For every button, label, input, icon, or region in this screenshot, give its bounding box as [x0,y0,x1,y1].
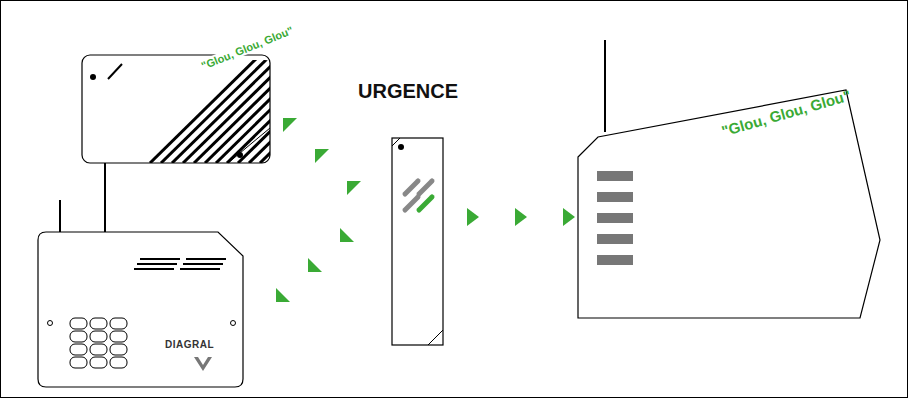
logo-mark [194,357,212,371]
sound-label: "Glou, Glou, Glou" [198,23,297,72]
vent-lines [134,259,226,269]
keypad [70,318,127,368]
signal-arrows [276,118,575,302]
corner-line [392,138,400,146]
screw [237,152,243,158]
screw [398,144,404,150]
screw [90,74,96,80]
siren: "Glou, Glou, Glou" [82,55,270,163]
sound-label: "Glou, Glou, Glou" [720,87,853,140]
relay-housing [392,138,443,345]
screw [231,321,236,326]
siren-grille [150,55,392,163]
indicator-bars [597,171,633,265]
antenna [604,40,606,132]
alarm-central: DIAGRAL [38,232,243,387]
wire [104,163,106,232]
central-housing [38,232,243,387]
screw [48,321,53,326]
receiver: "Glou, Glou, Glou" [578,90,880,318]
alarm-heading: URGENCE [358,80,458,103]
corner-line [228,128,270,163]
siren-mark [108,64,122,79]
brand-label: DIAGRAL [165,339,214,350]
relay-indicator [405,181,432,210]
corner-line [428,330,443,345]
